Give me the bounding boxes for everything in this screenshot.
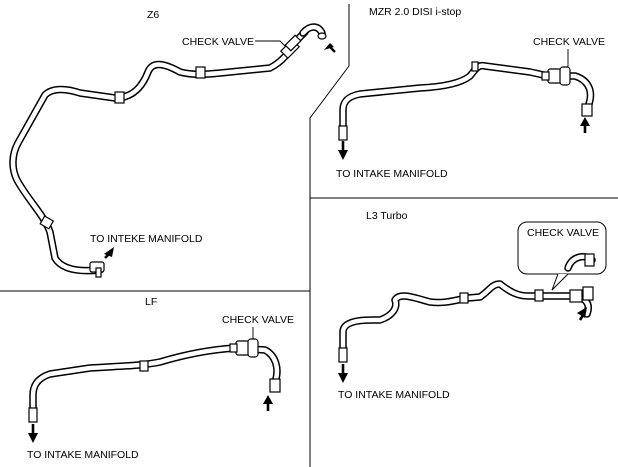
panel-z6-clamp-3 [39,215,55,230]
panel-z6-inlet-arrow [328,45,336,53]
panel-l3-inlet-fitting [582,286,594,301]
panel-z6-destination-label: TO INTEKE MANIFOLD [90,233,203,245]
panel-l3-title: L3 Turbo [366,210,408,222]
panel-lf-hose [29,344,281,414]
panel-z6-clamp-2 [195,66,206,79]
panel-l3-clamp-2 [534,289,544,302]
panel-z6-check-valve-leader [255,40,288,49]
panel-l3-outlet-arrow-head [338,373,348,383]
panel-mzr-check-valve-label: CHECK VALVE [533,36,605,48]
panel-z6-elbow-fitting [299,23,327,40]
panel-z6-outlet-arrow [104,250,113,259]
panel-mzr-title: MZR 2.0 DISI i-stop [369,6,461,18]
panel-mzr-inlet-fitting [581,103,593,117]
panel-lf-check-valve [229,338,259,358]
panel-z6-clamp-1 [114,91,125,104]
panel-l3-outlet-connector [338,347,348,363]
panel-z6-check-valve-label: CHECK VALVE [182,36,254,48]
panel-l3-check-valve [569,289,583,303]
panel-l3-check-valve-label: CHECK VALVE [527,227,599,239]
panel-z6-check-valve [279,34,302,60]
panel-l3-clamp-1 [459,292,469,304]
panel-mzr: MZR 2.0 DISI i-stop CHECK VALVE TO INTAK… [336,6,605,180]
panel-z6-title: Z6 [147,9,159,21]
panel-lf-inlet-arrow-head [263,395,273,404]
panel-mzr-clamp [471,61,479,72]
panel-mzr-outlet-connector [338,125,348,141]
panel-lf-clamp [139,360,149,372]
panel-lf: LF CHECK VALVE TO INTAKE MANIFOLD [27,296,294,461]
panel-z6-outlet-arrow-head [104,247,114,257]
panel-mzr-check-valve [541,66,571,86]
panel-mzr-hose [339,61,595,132]
panel-lf-destination-label: TO INTAKE MANIFOLD [27,449,139,461]
panel-mzr-inlet-arrow-head [580,117,590,126]
panel-lf-inlet-fitting [269,378,281,393]
panel-lf-outlet-arrow-head [28,433,38,443]
panel-z6: Z6 CHECK VALVE TO INTEKE MANIFOLD [9,9,336,278]
panel-lf-check-valve-label: CHECK VALVE [222,314,294,326]
panel-l3-destination-label: TO INTAKE MANIFOLD [338,389,450,401]
panel-l3: L3 Turbo CHECK VALVE TO INTAKE MANIFOLD [338,210,607,401]
panel-lf-outlet-connector [28,407,38,423]
panel-lf-title: LF [145,296,157,308]
panel-mzr-outlet-arrow-head [338,150,348,160]
panel-dividers [0,4,618,467]
panel-l3-detail-check-valve [584,253,595,267]
panel-mzr-destination-label: TO INTAKE MANIFOLD [336,168,448,180]
panel-l3-inlet-arrow [578,311,587,321]
panel-l3-detail-callout: CHECK VALVE [517,221,607,291]
panel-l3-hose [339,280,593,354]
panel-z6-outlet-connector [89,261,105,278]
